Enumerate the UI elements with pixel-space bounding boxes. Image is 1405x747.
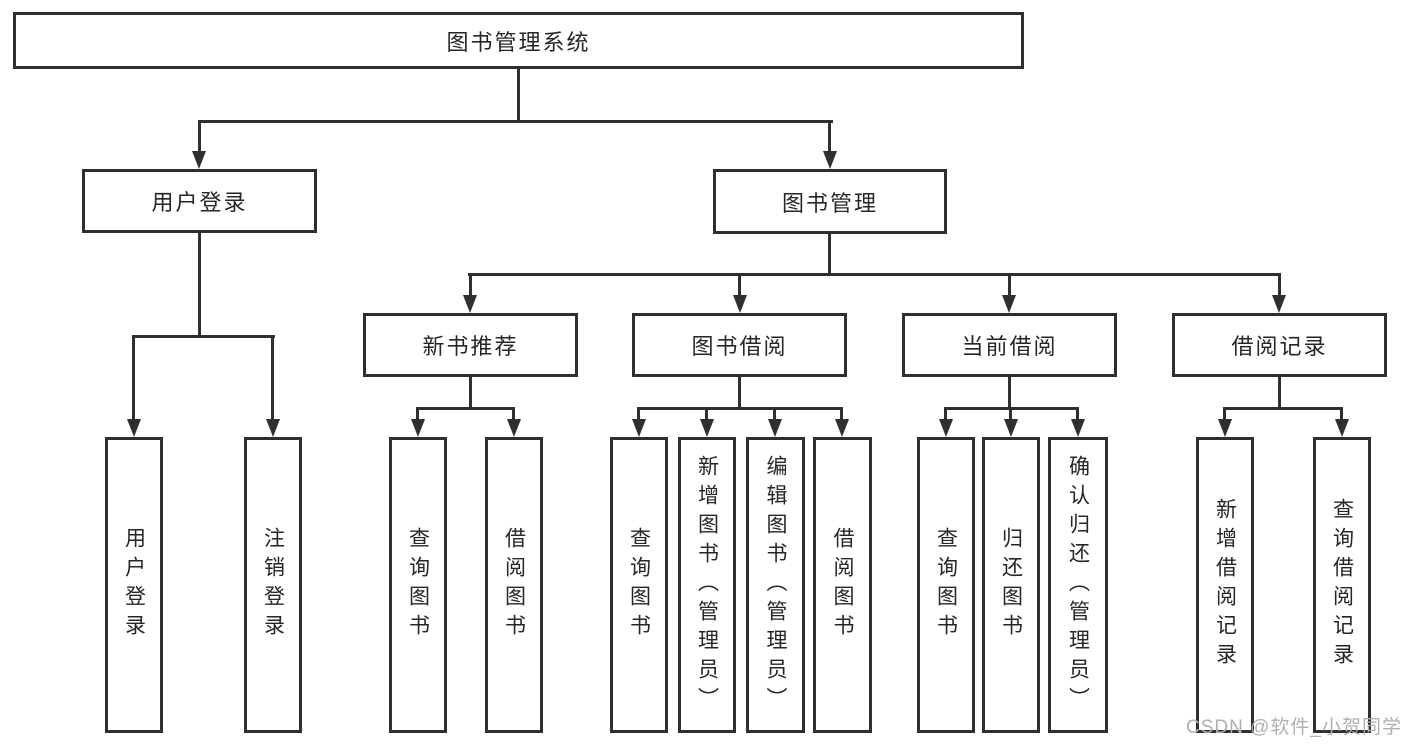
arrow-to-book-management [823,151,837,169]
leaf-borrow-lend-books-label: 借阅图书 [831,527,855,643]
arrow-to-recommend-borrow [507,419,521,437]
connector-borrow-vline [738,377,741,407]
arrow-to-leaf-logout [266,419,280,437]
leaf-recommend-query-books: 查询图书 [389,437,447,733]
arrow-to-borrow-records [1272,295,1286,313]
connector-mgmt-stem-4 [1278,273,1281,297]
leaf-borrow-add-books-admin-label: 新增图书（管理员） [695,454,719,716]
leaf-recommend-borrow-books-label: 借阅图书 [502,527,526,643]
connector-current-stem-1 [944,407,947,421]
arrow-to-leaf-user-login [127,419,141,437]
connector-mgmt-stem-2 [738,273,741,297]
arrow-to-current-borrow [1002,295,1016,313]
node-book-borrow-label: 图书借阅 [691,334,788,359]
node-new-book-recommend-label: 新书推荐 [422,334,519,359]
node-book-management-label: 图书管理 [781,190,878,216]
leaf-borrow-add-books-admin: 新增图书（管理员） [678,437,736,733]
leaf-current-query-books: 查询图书 [917,437,975,733]
node-book-management: 图书管理 [713,169,947,234]
connector-login-stem-2 [271,335,274,420]
leaf-borrow-edit-books-admin-label: 编辑图书（管理员） [764,454,788,716]
leaf-records-query-label: 查询借阅记录 [1330,498,1354,672]
csdn-watermark: CSDN @软件_小贺同学 [1186,717,1402,738]
leaf-user-login: 用户登录 [105,437,163,733]
node-current-borrow: 当前借阅 [902,313,1117,377]
node-borrow-records: 借阅记录 [1172,313,1387,377]
connector-mgmt-hline [468,273,1281,276]
connector-login-vline [198,233,201,335]
leaf-recommend-query-books-label: 查询图书 [406,527,430,643]
leaf-borrow-lend-books: 借阅图书 [813,437,872,733]
arrow-to-book-borrow [733,295,747,313]
arrow-to-borrow-lend [835,419,849,437]
arrow-to-borrow-query [632,419,646,437]
connector-mgmt-stem-3 [1008,273,1011,297]
leaf-current-confirm-return-admin: 确认归还（管理员） [1048,437,1108,733]
arrow-to-user-login [192,151,206,169]
connector-root-vline [517,69,520,120]
connector-current-stem-3 [1076,407,1079,421]
node-book-borrow: 图书借阅 [632,313,847,377]
leaf-user-login-label: 用户登录 [122,527,146,643]
connector-borrow-stem-3 [773,407,776,421]
connector-recommend-stem-1 [416,407,419,421]
node-new-book-recommend: 新书推荐 [363,313,578,377]
connector-login-hline [132,335,275,338]
connector-login-stem-1 [132,335,135,420]
leaf-records-query: 查询借阅记录 [1313,437,1371,733]
leaf-current-return-books-label: 归还图书 [999,527,1023,643]
leaf-current-return-books: 归还图书 [982,437,1040,733]
connector-records-hline [1223,407,1343,410]
node-user-login-label: 用户登录 [151,190,248,215]
arrow-to-borrow-add [700,419,714,437]
connector-current-stem-2 [1009,407,1012,421]
connector-borrow-stem-1 [637,407,640,421]
arrow-to-records-add [1218,419,1232,437]
arrow-to-records-query [1335,419,1349,437]
node-root: 图书管理系统 [13,12,1024,69]
node-current-borrow-label: 当前借阅 [961,334,1058,359]
leaf-borrow-query-books: 查询图书 [610,437,668,733]
node-borrow-records-label: 借阅记录 [1231,334,1328,359]
connector-borrow-stem-2 [705,407,708,421]
leaf-records-add-label: 新增借阅记录 [1213,498,1237,672]
leaf-logout: 注销登录 [244,437,302,733]
arrow-to-borrow-edit [768,419,782,437]
connector-borrow-hline [637,407,843,410]
connector-recommend-hline [416,407,515,410]
leaf-logout-label: 注销登录 [261,527,285,643]
arrow-to-current-confirm [1071,419,1085,437]
arrow-to-current-query [939,419,953,437]
connector-records-stem-1 [1223,407,1226,421]
arrow-to-recommend-query [411,419,425,437]
connector-borrow-stem-4 [840,407,843,421]
connector-current-vline [1008,377,1011,407]
arrow-to-current-return [1004,419,1018,437]
arrow-to-new-book-recommend [463,295,477,313]
connector-root-hline [198,120,833,123]
connector-recommend-vline [469,377,472,407]
leaf-borrow-query-books-label: 查询图书 [627,527,651,643]
leaf-borrow-edit-books-admin: 编辑图书（管理员） [746,437,805,733]
connector-mgmt-stem-1 [469,273,472,297]
connector-root-stem-right [828,120,831,153]
node-root-label: 图书管理系统 [446,29,591,55]
connector-mgmt-vline [828,234,831,273]
node-user-login: 用户登录 [82,169,317,233]
leaf-recommend-borrow-books: 借阅图书 [485,437,543,733]
connector-records-vline [1278,377,1281,407]
leaf-records-add: 新增借阅记录 [1196,437,1254,733]
connector-records-stem-2 [1340,407,1343,421]
connector-recommend-stem-2 [512,407,515,421]
leaf-current-query-books-label: 查询图书 [934,527,958,643]
connector-root-stem-left [198,120,201,153]
leaf-current-confirm-return-admin-label: 确认归还（管理员） [1066,454,1090,716]
